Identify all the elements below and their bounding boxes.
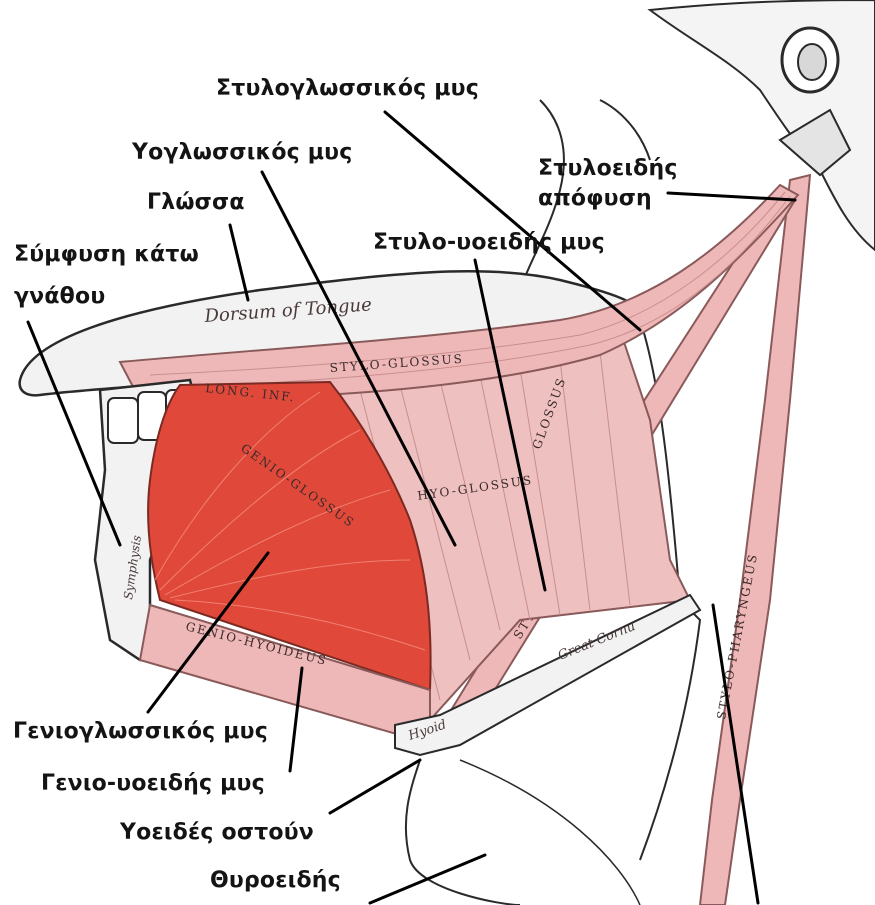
label-hyoglossus: Υογλωσσικός μυς <box>132 140 352 166</box>
label-geniohyoid: Γενιο-υοειδής μυς <box>41 771 265 797</box>
label-hyoid-bone: Υοειδές οστούν <box>120 820 314 846</box>
label-tongue: Γλώσσα <box>147 190 245 216</box>
label-styloglossus: Στυλογλωσσικός μυς <box>216 76 479 102</box>
leader-hyoid <box>330 760 420 813</box>
label-styloid-process-2: απόφυση <box>538 186 652 212</box>
thyroid-cartilage-outline <box>406 760 520 905</box>
stylopharyngeus-muscle <box>700 175 810 905</box>
label-genioglossus: Γενιογλωσσικός μυς <box>13 719 268 745</box>
label-thyroid: Θυροειδής <box>210 868 341 894</box>
pharynx-outline-2 <box>600 100 650 160</box>
label-symphysis-1: Σύμφυση κάτω <box>14 242 199 268</box>
label-symphysis-2: γνάθου <box>14 284 105 310</box>
label-styloid-process-1: Στυλοειδής <box>538 156 678 182</box>
thyroid-cartilage-outline-2 <box>460 760 640 905</box>
label-stylohyoid: Στυλο-υοειδής μυς <box>373 230 605 256</box>
leader-tongue <box>230 225 248 300</box>
